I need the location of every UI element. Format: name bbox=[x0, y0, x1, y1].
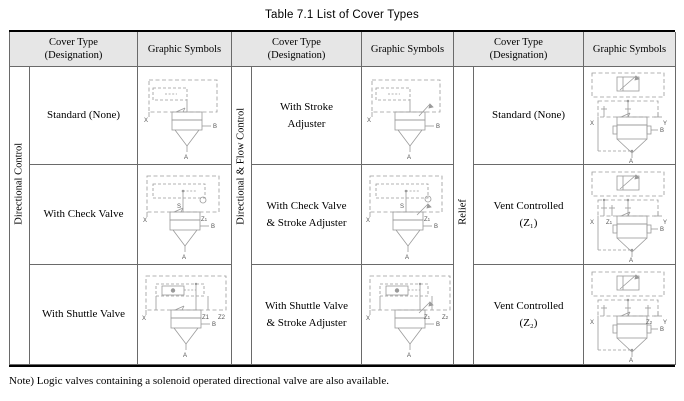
port-label-s: S bbox=[177, 204, 181, 210]
symbol-check-valve-stroke: X S Z1 B A bbox=[361, 164, 454, 265]
hydraulic-symbol-check-valve-stroke-adjuster: X S Z1 B A bbox=[366, 175, 443, 261]
port-label-a: A bbox=[183, 353, 187, 359]
group-label-directional-control: Directional Control bbox=[9, 66, 30, 365]
port-label-a: A bbox=[407, 155, 411, 161]
cell-label-dc-shuttle: With Shuttle Valve bbox=[29, 264, 138, 365]
symbol-relief-vent-z1: X Z1 Y B A bbox=[583, 164, 676, 265]
cell-label-dfc-stroke: With Stroke Adjuster bbox=[251, 66, 362, 165]
symbol-shuttle-valve: X Z1 Z2 B A bbox=[137, 264, 232, 365]
port-label-z2: Z2 bbox=[218, 315, 226, 321]
symbol-check-valve: X S Z1 B A bbox=[137, 164, 232, 265]
header-cover-type-2: Cover Type (Designation) bbox=[231, 32, 362, 67]
port-label-b: B bbox=[660, 128, 664, 134]
group-label-directional-flow-control: Directional & Flow Control bbox=[231, 66, 252, 365]
port-label-b: B bbox=[434, 224, 438, 230]
cover-types-table: Cover Type (Designation) Graphic Symbols… bbox=[9, 32, 676, 365]
port-label-y: Y bbox=[663, 220, 667, 226]
port-label-x: X bbox=[143, 218, 147, 224]
port-label-a: A bbox=[184, 155, 188, 161]
header-graphic-symbols-2: Graphic Symbols bbox=[361, 32, 454, 67]
symbol-stroke-adjuster: X B A bbox=[361, 66, 454, 165]
cell-label-dfc-shuttle-stroke: With Shuttle Valve & Stroke Adjuster bbox=[251, 264, 362, 365]
port-label-s: S bbox=[400, 204, 404, 210]
port-label-a: A bbox=[629, 358, 633, 363]
port-label-z1: Z1 bbox=[424, 217, 431, 223]
symbol-relief-standard: X Y B A bbox=[583, 66, 676, 165]
cell-label-dfc-check-stroke: With Check Valve & Stroke Adjuster bbox=[251, 164, 362, 265]
port-label-b: B bbox=[660, 327, 664, 333]
header-graphic-symbols-3: Graphic Symbols bbox=[583, 32, 676, 67]
port-label-b: B bbox=[212, 322, 216, 328]
port-label-a: A bbox=[182, 255, 186, 261]
port-label-z2: Z2 bbox=[442, 315, 449, 321]
port-label-z1: Z1 bbox=[202, 315, 210, 321]
hydraulic-symbol-relief-vent-z2: X Z2 Y B A bbox=[590, 271, 667, 363]
port-label-b: B bbox=[436, 322, 440, 328]
hydraulic-symbol-relief-standard: X Y B A bbox=[590, 72, 667, 164]
table-note: Note) Logic valves containing a solenoid… bbox=[9, 375, 389, 387]
port-label-x: X bbox=[590, 121, 594, 127]
cell-label-dc-check: With Check Valve bbox=[29, 164, 138, 265]
port-label-b: B bbox=[211, 224, 215, 230]
cell-label-relief-standard: Standard (None) bbox=[473, 66, 584, 165]
port-label-a: A bbox=[405, 255, 409, 261]
port-label-x: X bbox=[590, 320, 594, 326]
port-label-b: B bbox=[213, 124, 217, 130]
table-row: With Check Valve bbox=[10, 164, 676, 265]
port-label-a: A bbox=[629, 159, 633, 164]
cell-label-dc-standard: Standard (None) bbox=[29, 66, 138, 165]
cell-label-relief-vent-z2: Vent Controlled (Z₂) bbox=[473, 264, 584, 365]
port-label-y: Y bbox=[663, 320, 667, 326]
port-label-x: X bbox=[366, 316, 370, 322]
symbol-standard-none: X B A bbox=[137, 66, 232, 165]
symbol-relief-vent-z2: X Z2 Y B A bbox=[583, 264, 676, 365]
hydraulic-symbol-check-valve: X S Z1 B A bbox=[143, 175, 219, 261]
port-label-z1: Z1 bbox=[201, 217, 208, 223]
port-label-a: A bbox=[407, 353, 411, 359]
table-row: Directional Control Standard (None) bbox=[9, 66, 676, 365]
cell-label-relief-vent-z1: Vent Controlled (Z₁) bbox=[473, 164, 584, 265]
header-cover-type-3: Cover Type (Designation) bbox=[453, 32, 584, 67]
hydraulic-symbol-shuttle-valve: X Z1 Z2 B A bbox=[142, 275, 227, 359]
table-row: With Shuttle Valve bbox=[10, 264, 676, 365]
port-label-b: B bbox=[660, 227, 664, 233]
port-label-x: X bbox=[144, 118, 148, 124]
port-label-b: B bbox=[436, 124, 440, 130]
port-label-x: X bbox=[367, 118, 371, 124]
port-label-y: Y bbox=[663, 121, 667, 127]
hydraulic-symbol-standard-none: X B A bbox=[144, 79, 217, 161]
port-label-z1: Z1 bbox=[606, 220, 613, 226]
port-label-x: X bbox=[366, 218, 370, 224]
header-graphic-symbols-1: Graphic Symbols bbox=[137, 32, 232, 67]
port-label-z2: Z2 bbox=[646, 320, 653, 326]
port-label-z1: Z1 bbox=[424, 315, 431, 321]
symbol-shuttle-valve-stroke: X Z1 Z2 B A bbox=[361, 264, 454, 365]
table-container: Cover Type (Designation) Graphic Symbols… bbox=[9, 30, 676, 367]
hydraulic-symbol-relief-vent-z1: X Z1 Y B A bbox=[590, 171, 667, 263]
table-header-row: Cover Type (Designation) Graphic Symbols… bbox=[9, 32, 676, 67]
page-title: Table 7.1 List of Cover Types bbox=[265, 9, 419, 21]
header-cover-type-1: Cover Type (Designation) bbox=[9, 32, 138, 67]
hydraulic-symbol-shuttle-valve-stroke-adjuster: X Z1 Z2 B A bbox=[366, 275, 451, 359]
port-label-x: X bbox=[142, 316, 146, 322]
port-label-x: X bbox=[590, 220, 594, 226]
hydraulic-symbol-stroke-adjuster: X B A bbox=[367, 79, 441, 161]
group-label-relief: Relief bbox=[453, 66, 474, 365]
port-label-a: A bbox=[629, 258, 633, 263]
